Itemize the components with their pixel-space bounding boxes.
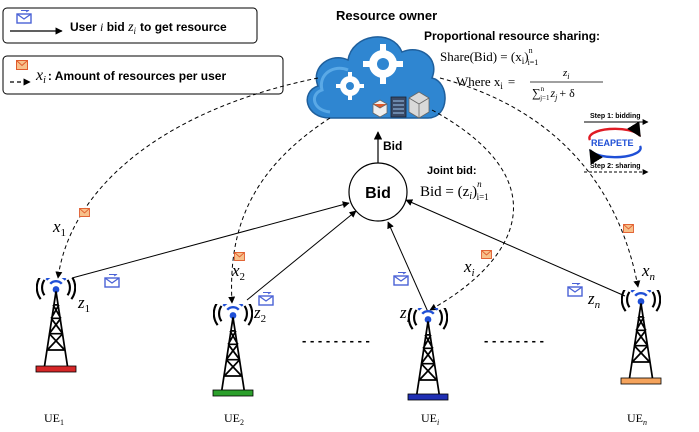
mail-icon	[481, 250, 492, 259]
legend-resource-box: xi: Amount of resources per user	[2, 55, 284, 95]
sharing-title: Proportional resource sharing:	[424, 29, 600, 43]
antenna-tower-icon	[36, 278, 76, 368]
gear-icon	[336, 44, 403, 100]
bid-arrow-ue2	[246, 210, 357, 301]
ue2-base	[212, 389, 254, 397]
antenna-tower-icon	[621, 290, 661, 380]
user-ue1: z1 x1 UE1	[35, 208, 120, 427]
uen-label: UEn	[627, 411, 647, 427]
ue2-resource-label: x2	[231, 261, 245, 283]
uen-bid-label: zn	[587, 289, 601, 311]
ue2-bid-label: z2	[253, 303, 266, 325]
repeat-label: REAPETE	[591, 138, 634, 148]
joint-bid-title: Joint bid:	[427, 165, 477, 177]
share-arrow-ue2	[228, 117, 331, 304]
ellipsis-right: - - - - - - - -	[484, 333, 544, 348]
envelope-icon	[104, 274, 120, 288]
step2-label: Step 2: sharing	[590, 163, 641, 170]
bid-arrow-uen	[405, 199, 626, 297]
uen-base	[620, 377, 662, 385]
ue1-label: UE1	[44, 411, 64, 427]
uen-resource-label: xn	[641, 261, 656, 283]
ue2-label: UE2	[224, 411, 244, 427]
repeat-arrow-bottom	[588, 145, 642, 165]
ue1-resource-label: x1	[52, 217, 66, 239]
cloud-icon	[306, 36, 446, 119]
envelope-icon	[258, 292, 274, 306]
uei-bid-label: zi	[399, 303, 410, 325]
antenna-tower-icon	[408, 308, 448, 398]
bid-arrow-label: Bid	[383, 139, 402, 153]
uei-base	[407, 393, 449, 401]
server-icon	[372, 91, 430, 119]
share-arrow-ue1	[55, 77, 319, 279]
mail-icon	[79, 208, 90, 217]
repeat-legend: Step 1: bidding REAPETE Step 2: sharing	[584, 113, 649, 175]
share-arrow-uen	[439, 77, 641, 288]
uei-resource-label: xi	[463, 257, 475, 279]
bid-node	[348, 162, 408, 222]
ue1-bid-label: z1	[77, 293, 90, 315]
mail-icon	[234, 252, 245, 261]
resource-owner-title: Resource owner	[336, 8, 437, 23]
mail-icon	[16, 60, 28, 70]
mail-icon	[623, 224, 634, 233]
bid-arrow-uei	[387, 221, 429, 313]
where-formula: Where xi=	[456, 74, 515, 91]
user-uei: xi zi UEi	[393, 250, 492, 427]
ellipsis-left: - - - - - - - - -	[302, 333, 370, 348]
step1-label: Step 1: bidding	[590, 113, 641, 120]
repeat-arrow-top	[588, 121, 642, 141]
antenna-tower-icon	[213, 304, 253, 394]
envelope-icon	[393, 272, 409, 286]
bid-node-label: Bid	[365, 185, 391, 202]
user-ue2: x2 z2 UE2	[212, 252, 274, 427]
user-uen: xn zn UEn	[567, 224, 662, 427]
uei-label: UEi	[421, 411, 439, 427]
ue1-base	[35, 365, 77, 373]
share-arrow-uei	[429, 109, 514, 311]
legend-resource-text: xi: Amount of resources per user	[35, 67, 226, 86]
envelope-icon	[567, 283, 583, 297]
fraction-numerator: zi	[562, 67, 570, 81]
bid-arrow-ue1	[71, 201, 350, 279]
